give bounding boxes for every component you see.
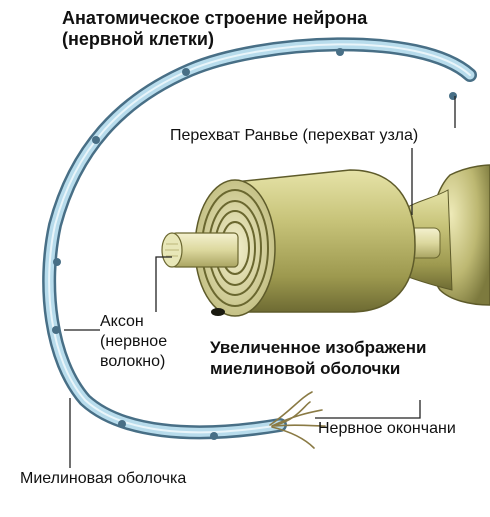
nerve-ending-fibrils bbox=[269, 391, 326, 449]
label-myelin-sheath: Миелиновая оболочка bbox=[20, 470, 187, 487]
page-title: Анатомическое строение нейрона bbox=[62, 8, 368, 28]
label-nerve-ending: Нервное окончани bbox=[318, 420, 456, 437]
label-zoom-line1: Увеличенное изображени bbox=[210, 338, 427, 357]
schwann-nucleus bbox=[211, 308, 225, 316]
label-axon: Аксон bbox=[100, 313, 144, 330]
label-axon-paren1: (нервное bbox=[100, 333, 168, 350]
label-zoom-line2: миелиновой оболочки bbox=[210, 359, 401, 378]
page-subtitle: (нервной клетки) bbox=[62, 29, 214, 49]
label-axon-paren2: волокно) bbox=[100, 353, 166, 370]
leader-ending bbox=[315, 400, 421, 419]
label-ranvier-node: Перехват Ранвье (перехват узла) bbox=[170, 127, 419, 144]
axon-core bbox=[161, 232, 239, 268]
leader-lines bbox=[64, 96, 456, 468]
leader-axon-core bbox=[155, 256, 172, 312]
